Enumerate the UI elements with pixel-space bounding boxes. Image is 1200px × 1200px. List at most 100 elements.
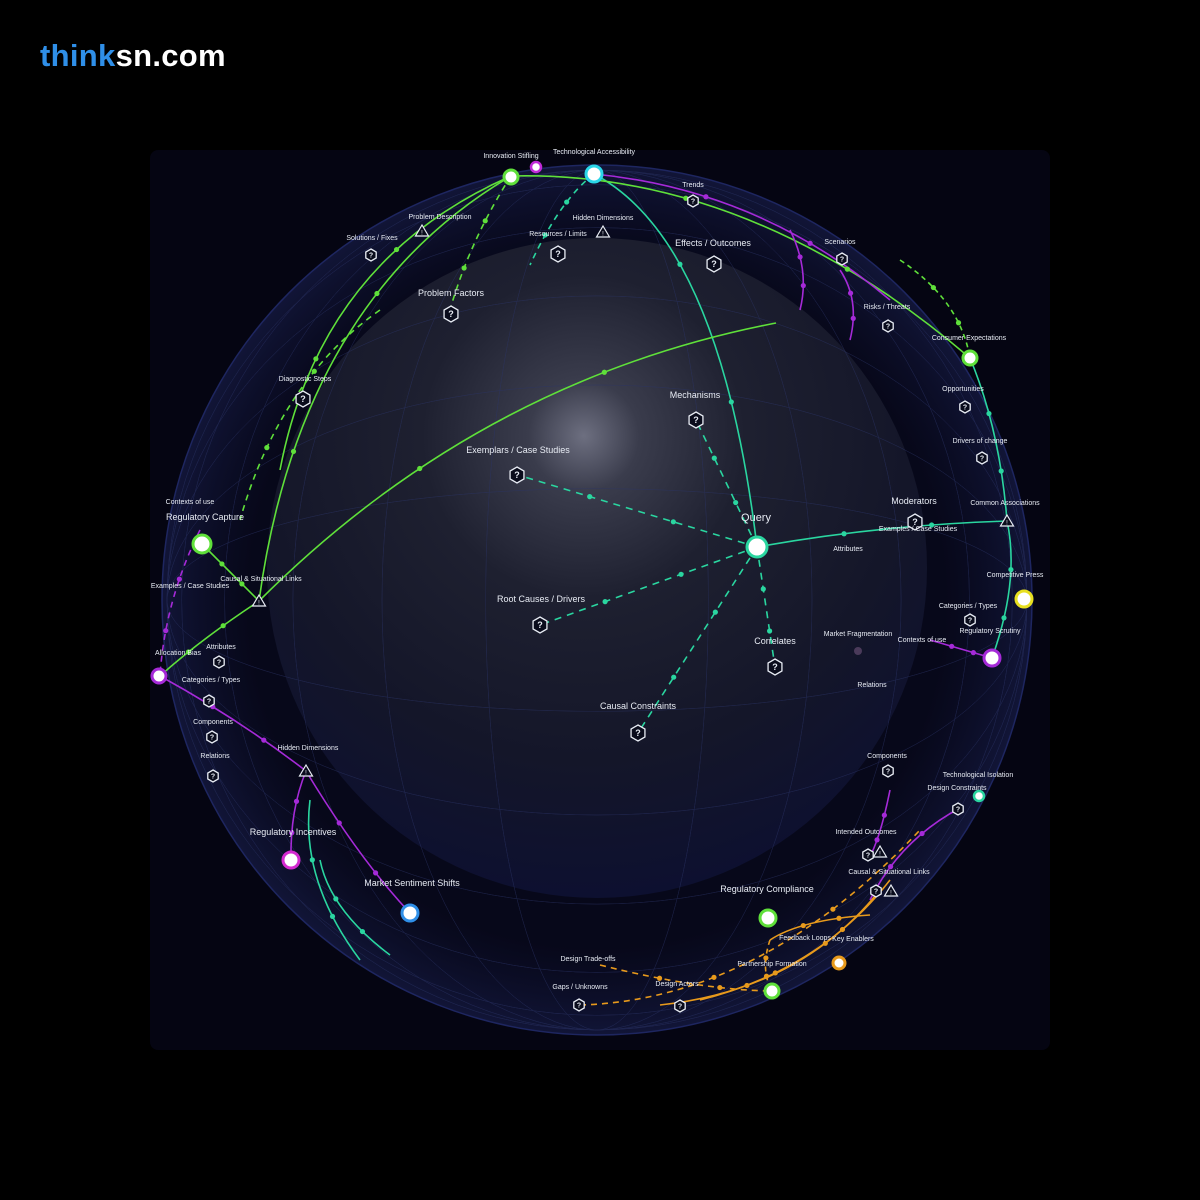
edge-direction-marker — [219, 561, 225, 567]
topic-label: Innovation Stifling — [483, 153, 538, 160]
edge-direction-marker — [678, 571, 684, 577]
topic-partnership[interactable]: Partnership Formation — [737, 961, 807, 1000]
facet-scenarios[interactable]: Scenarios? — [824, 239, 856, 266]
edge-orange-5 — [599, 964, 773, 992]
question-hex-icon: ? — [882, 764, 894, 778]
svg-text:?: ? — [840, 257, 844, 264]
facet-design-actors[interactable]: Design Actors? — [655, 981, 699, 1013]
topic-reg-incentives[interactable]: Regulatory Incentives — [250, 827, 337, 870]
warning-icon: ! — [999, 513, 1015, 527]
facet-categories-right[interactable]: Categories / Types? — [939, 603, 998, 627]
inner-node-mechanisms[interactable]: Mechanisms ? — [670, 390, 721, 429]
svg-text:!: ! — [305, 771, 307, 777]
inner-node-problem-factors[interactable]: Problem Factors ? — [418, 288, 485, 323]
topic-node-circle — [281, 850, 301, 870]
facet-opportunities[interactable]: Opportunities? — [942, 386, 984, 414]
svg-text:?: ? — [300, 394, 306, 404]
facet-tradeoffs[interactable]: Design Trade-offs — [560, 956, 616, 963]
facet-gaps[interactable]: Gaps / Unknowns? — [552, 984, 608, 1012]
facet-label: Design Trade-offs — [560, 956, 616, 963]
facet-problem-desc[interactable]: Problem Description — [408, 214, 471, 221]
edge-direction-marker — [239, 581, 245, 587]
facet-drivers[interactable]: Drivers of change? — [953, 438, 1008, 465]
topic-market-sentiment[interactable]: Market Sentiment Shifts — [364, 878, 460, 923]
inner-node-effects[interactable]: Effects / Outcomes ? — [675, 238, 751, 273]
topic-consumer-exp[interactable]: Consumer Expectations — [932, 335, 1007, 367]
inner-node-moderators[interactable]: Moderators ? — [891, 496, 937, 531]
topic-alloc-bias[interactable]: Allocation Bias — [150, 650, 201, 685]
resources-label: Resources / Limits — [529, 231, 587, 238]
facet-design-constraints[interactable]: Design Constraints? — [927, 785, 987, 816]
topic-competitive[interactable]: Competitive Press — [987, 572, 1044, 609]
topic-reg-capture[interactable]: Regulatory Capture — [166, 512, 244, 555]
facet-label: Contexts of use — [166, 499, 215, 506]
root-label: Root Causes / Drivers — [497, 594, 586, 604]
svg-text:?: ? — [693, 415, 699, 425]
diagnostic-label: Diagnostic Steps — [279, 376, 332, 383]
facet-trends[interactable]: Trends? — [682, 182, 704, 208]
edge-direction-marker — [1008, 566, 1014, 573]
inner-node-diagnostic[interactable]: Diagnostic Steps ? — [279, 376, 332, 408]
facet-label: Components — [867, 753, 907, 760]
facet-causal-right[interactable]: Causal & Situational Links? — [848, 869, 930, 898]
facet-label: Gaps / Unknowns — [552, 984, 608, 991]
edge-direction-marker — [970, 650, 977, 656]
facet-key-enablers[interactable]: Key Enablers — [832, 936, 874, 943]
facet-contexts-left[interactable]: Contexts of use — [166, 499, 215, 506]
warning-icon: ! — [872, 844, 888, 858]
edge-direction-marker — [850, 315, 856, 321]
edge-direction-marker — [772, 970, 778, 976]
edge-orange-4 — [769, 914, 871, 941]
topic-innovation[interactable]: Innovation Stifling — [483, 153, 539, 186]
facet-risks[interactable]: Risks / Threats? — [864, 304, 911, 333]
edge-query-moderators — [756, 520, 1008, 548]
inner-node-constraints[interactable]: Causal Constraints ? — [600, 701, 677, 742]
inner-node-correlates[interactable]: Correlates ? — [754, 636, 796, 676]
facet-intended-outcomes[interactable]: Intended Outcomes? — [835, 829, 897, 862]
query-node[interactable]: Query — [741, 512, 771, 559]
facet-common[interactable]: Common Associations — [970, 500, 1040, 507]
facet-relations-right[interactable]: Relations — [857, 682, 887, 689]
inner-node-exemplars[interactable]: Exemplars / Case Studies ? — [466, 445, 570, 484]
topic-reg-scrutiny[interactable]: Regulatory Scrutiny — [959, 628, 1021, 668]
facet-causal-left[interactable]: Causal & Situational Links — [220, 576, 302, 583]
edge-purple-top — [593, 173, 891, 301]
svg-text:?: ? — [963, 405, 967, 412]
facet-contexts-right[interactable]: Contexts of use — [898, 637, 947, 644]
question-hex-icon: ? — [630, 724, 646, 742]
topic-tech-isolation[interactable]: Technological Isolation — [943, 772, 1014, 803]
facet-components-left[interactable]: Components? — [193, 719, 233, 744]
edge-direction-marker — [683, 195, 689, 201]
facet-attributes-right[interactable]: Attributes — [833, 546, 863, 553]
edge-hidden-incentives — [290, 770, 307, 861]
question-hex-icon: ? — [964, 613, 976, 627]
facet-solutions[interactable]: Solutions / Fixes? — [346, 235, 398, 262]
topic-reg-compliance[interactable]: Regulatory Compliance — [720, 884, 814, 928]
facet-relations-left[interactable]: Relations? — [200, 753, 230, 783]
edge-orange-2 — [699, 879, 891, 1001]
topic-node-circle — [758, 908, 778, 928]
site-logo[interactable]: thinksn.com — [40, 38, 226, 74]
facet-fragmentation[interactable]: Market Fragmentation — [824, 631, 893, 638]
facet-components-right[interactable]: Components? — [867, 753, 907, 778]
facet-label: Intended Outcomes — [835, 829, 897, 836]
edge-direction-marker — [881, 812, 887, 818]
edge-innovation-top — [510, 175, 971, 359]
facet-label: Problem Description — [408, 214, 471, 221]
facet-label: Attributes — [206, 644, 236, 651]
topic-tech-access[interactable]: Technological Accessibility — [529, 149, 636, 184]
facet-hidden-left[interactable]: Hidden Dimensions — [278, 745, 339, 752]
facet-categories-left[interactable]: Categories / Types? — [182, 677, 241, 708]
facet-examples-right[interactable]: Examples / Case Studies — [879, 526, 958, 533]
edge-purple-top3 — [839, 269, 855, 341]
facet-feedback[interactable]: Feedback Loops — [779, 935, 831, 942]
edge-direction-marker — [763, 973, 770, 979]
topic-orange[interactable] — [831, 955, 847, 971]
facet-examples-left[interactable]: Examples / Case Studies — [151, 583, 230, 590]
warning-icon: ! — [414, 223, 430, 237]
facet-hidden-top[interactable]: Hidden Dimensions — [573, 215, 634, 222]
facet-attributes-left[interactable]: Attributes? — [206, 644, 236, 669]
inner-node-resources[interactable]: Resources / Limits ? — [529, 231, 587, 263]
inner-node-root[interactable]: Root Causes / Drivers ? — [497, 594, 586, 634]
